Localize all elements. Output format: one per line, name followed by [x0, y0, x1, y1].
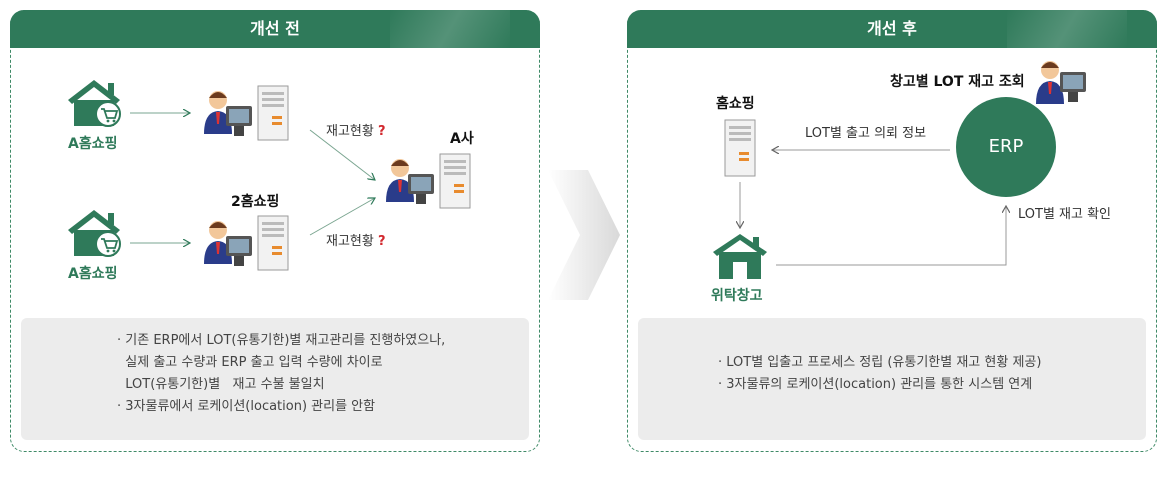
inventory-q1-text: 재고현황	[326, 124, 374, 139]
before-notes-box: · 기존 ERP에서 LOT(유통기한)별 재고관리를 진행하였으나, 실제 출…	[21, 318, 529, 440]
note-line: · 3자물류에서 로케이션(location) 관리를 안함	[117, 399, 376, 414]
shop-a-bottom-label: A홈쇼핑	[68, 266, 118, 282]
shipping-info-label: LOT별 출고 의뢰 정보	[805, 126, 927, 141]
inventory-q2-text: 재고현황	[326, 234, 374, 249]
shop2-label: 2홈쇼핑	[231, 194, 280, 210]
after-panel: 개선 후	[627, 10, 1157, 452]
question-mark: ?	[377, 234, 386, 249]
shop-a-top-label: A홈쇼핑	[68, 136, 118, 152]
inventory-question-top: 재고현황 ?	[326, 120, 386, 139]
house-cart-icon	[68, 80, 121, 127]
company-label: A사	[450, 131, 474, 147]
after-notes-box: · LOT별 입출고 프로세스 정립 (유통기한별 재고 현황 제공) · 3자…	[638, 318, 1146, 440]
erp-circle: ERP	[956, 97, 1056, 197]
big-right-arrow-icon	[548, 170, 620, 300]
person-computer-icon	[204, 215, 289, 271]
stock-confirm-label: LOT별 재고 확인	[1018, 207, 1112, 222]
warehouse-label: 위탁창고	[711, 288, 763, 304]
inventory-question-bottom: 재고현황 ?	[326, 230, 386, 249]
before-panel-header: 개선 전	[10, 10, 540, 48]
home-shopping-label: 홈쇼핑	[716, 96, 755, 112]
note-line: 실제 출고 수량과 ERP 출고 입력 수량에 차이로	[117, 355, 383, 370]
before-panel: 개선 전	[10, 10, 540, 452]
note-line: · 기존 ERP에서 LOT(유통기한)별 재고관리를 진행하였으나,	[117, 333, 446, 348]
person-computer-icon	[386, 153, 471, 209]
question-mark: ?	[377, 124, 386, 139]
note-line: LOT(유통기한)별 재고 수불 불일치	[117, 377, 325, 392]
after-panel-header: 개선 후	[627, 10, 1157, 48]
warehouse-icon	[713, 234, 767, 279]
lookup-label: 창고별 LOT 재고 조회	[890, 74, 1025, 90]
note-line: · 3자물류의 로케이션(location) 관리를 통한 시스템 연계	[718, 377, 1033, 392]
note-line: · LOT별 입출고 프로세스 정립 (유통기한별 재고 현황 제공)	[718, 355, 1042, 370]
person-computer-icon	[1036, 61, 1086, 104]
after-title: 개선 후	[867, 19, 917, 38]
before-title: 개선 전	[250, 19, 300, 38]
house-cart-icon	[68, 210, 121, 257]
person-computer-icon	[204, 85, 289, 141]
server-icon	[724, 119, 756, 177]
